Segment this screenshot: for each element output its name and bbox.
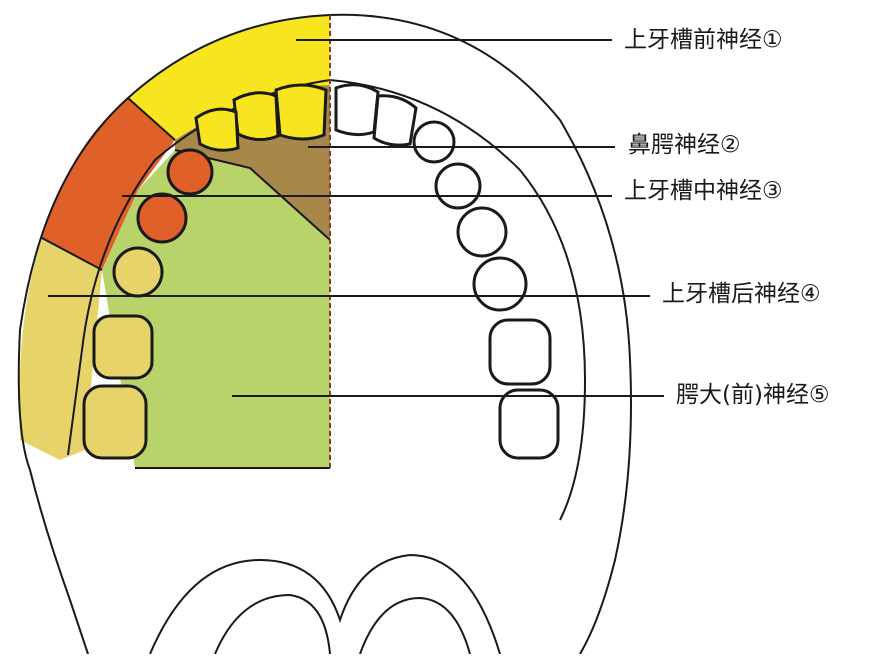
right-teeth — [336, 85, 558, 458]
tooth — [196, 109, 238, 150]
label-posterior-superior-alveolar-nerve: 上牙槽后神经④ — [662, 283, 821, 306]
label-greater-palatine-nerve: 腭大(前)神经⑤ — [676, 384, 830, 407]
tooth — [436, 164, 480, 208]
tooth — [234, 93, 278, 140]
tooth — [94, 316, 152, 378]
tooth — [474, 258, 526, 310]
skull-base-inner — [215, 595, 330, 654]
tooth — [458, 208, 506, 256]
tooth — [84, 386, 146, 458]
skull-base-inner-right — [360, 598, 470, 654]
label-nasopalatine-nerve: 鼻腭神经② — [628, 134, 741, 157]
label-anterior-superior-alveolar-nerve: 上牙槽前神经① — [624, 29, 783, 52]
tooth — [336, 85, 378, 135]
label-middle-superior-alveolar-nerve: 上牙槽中神经③ — [624, 180, 783, 203]
tooth — [374, 96, 416, 145]
tooth — [414, 122, 454, 162]
tooth — [114, 248, 162, 296]
tooth — [490, 320, 550, 384]
skull-base — [150, 555, 500, 654]
tooth — [276, 85, 326, 139]
tooth — [168, 150, 212, 194]
tooth — [138, 194, 186, 242]
tooth — [500, 390, 558, 458]
